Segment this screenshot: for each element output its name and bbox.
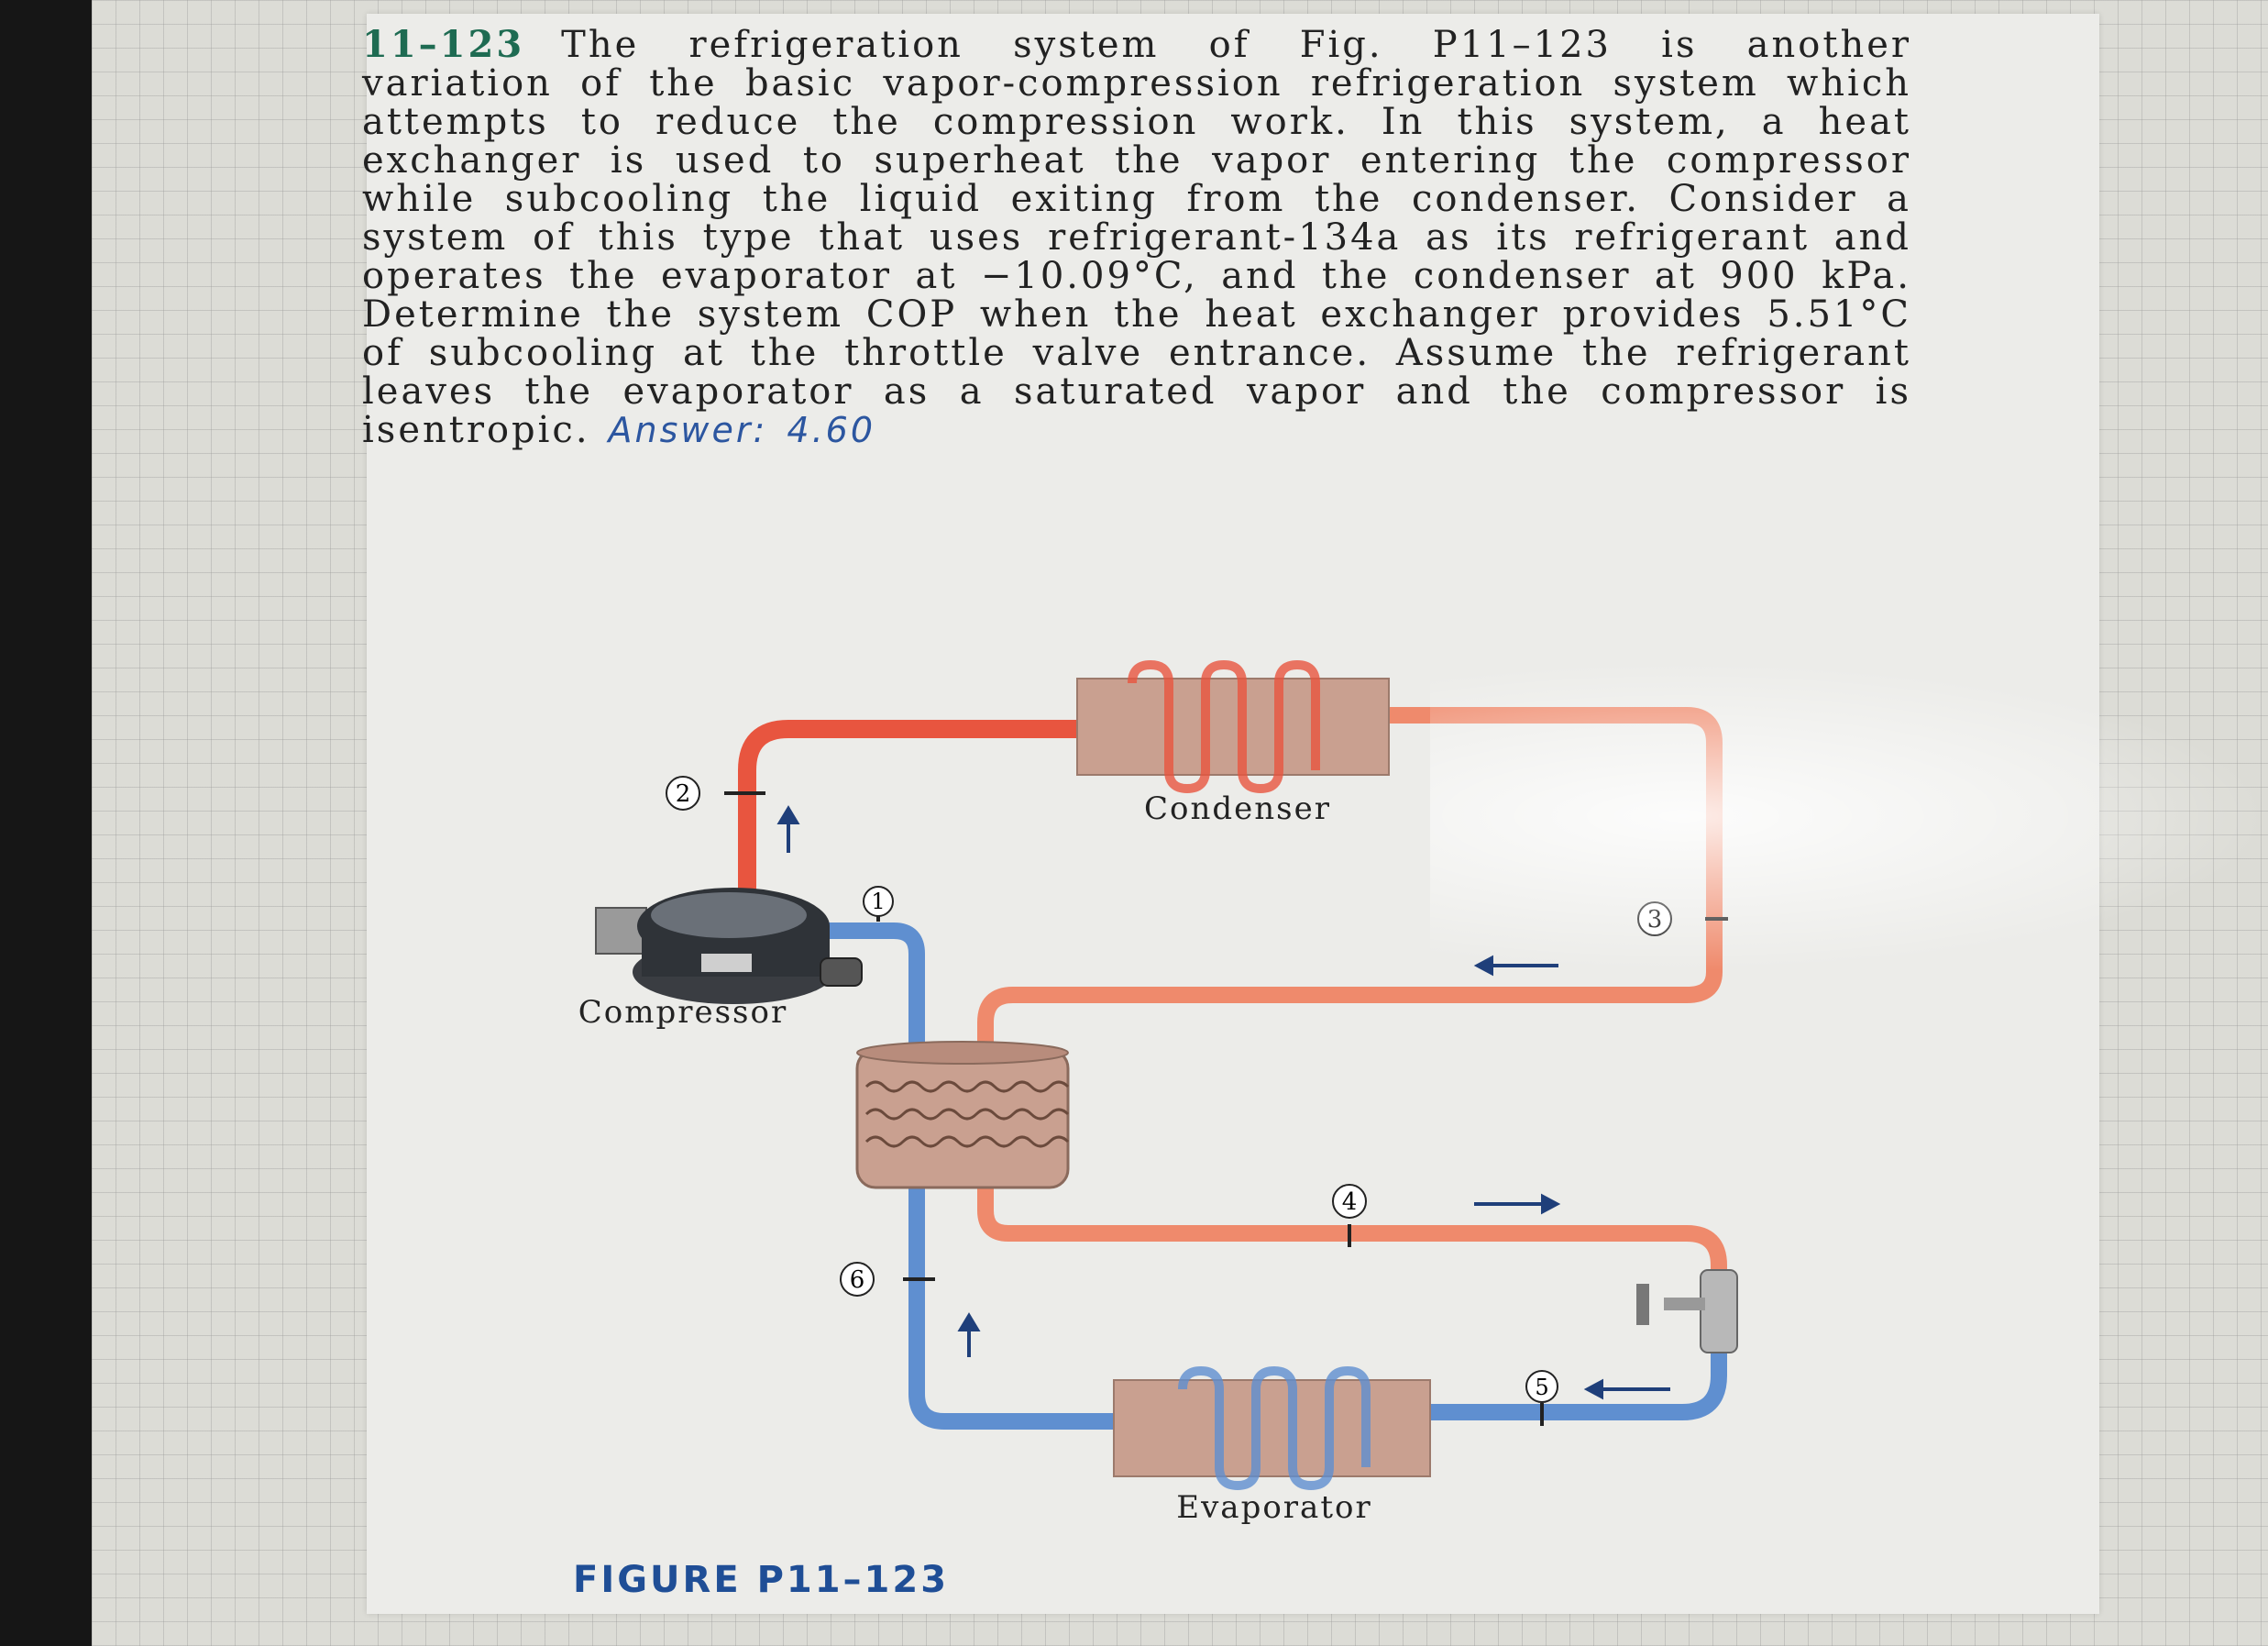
svg-text:6: 6 [850, 1266, 865, 1294]
flow-arrow-up-compressor-outlet [776, 805, 800, 853]
flow-arrow-left-evaporator-inlet [1583, 1378, 1670, 1400]
svg-text:5: 5 [1535, 1375, 1548, 1400]
flow-arrow-left-liquid-line [1473, 955, 1558, 977]
figure-caption: FIGURE P11–123 [573, 1559, 950, 1601]
compressor-unit [595, 888, 863, 1004]
state-marker-6: 6 [840, 1262, 935, 1297]
heat-exchanger [855, 1041, 1070, 1189]
condenser-coil [1076, 659, 1390, 794]
problem-text: The refrigeration system of Fig. P11–123… [362, 24, 1911, 451]
compressor-discharge-pipe [738, 720, 1086, 908]
state-marker-5: 5 [1525, 1370, 1558, 1426]
state-marker-2: 2 [666, 776, 765, 811]
answer-text: Answer: 4.60 [608, 410, 875, 450]
problem-number: 11–123 [362, 23, 525, 66]
evaporator-label: Evaporator [1176, 1489, 1371, 1526]
svg-text:3: 3 [1647, 906, 1663, 933]
svg-text:2: 2 [676, 780, 691, 808]
svg-text:4: 4 [1342, 1188, 1358, 1216]
evaporator-outlet-pipe [908, 1156, 1122, 1430]
expansion-outlet-pipe [1422, 1340, 1727, 1420]
suction-pipe [821, 922, 925, 1063]
evaporator-coil [1113, 1365, 1431, 1491]
state-marker-4: 4 [1332, 1184, 1367, 1247]
compressor-label: Compressor [578, 994, 787, 1031]
state-marker-1: 1 [863, 886, 894, 922]
throttle-valve [1636, 1269, 1738, 1353]
flow-arrow-right-subcooled-line [1474, 1193, 1561, 1215]
monitor-bezel [0, 0, 92, 1646]
svg-text:1: 1 [871, 889, 885, 914]
condenser-label: Condenser [1144, 790, 1331, 827]
subcooled-liquid-pipe [977, 1156, 1727, 1292]
flow-arrow-up-suction-line [957, 1312, 981, 1357]
